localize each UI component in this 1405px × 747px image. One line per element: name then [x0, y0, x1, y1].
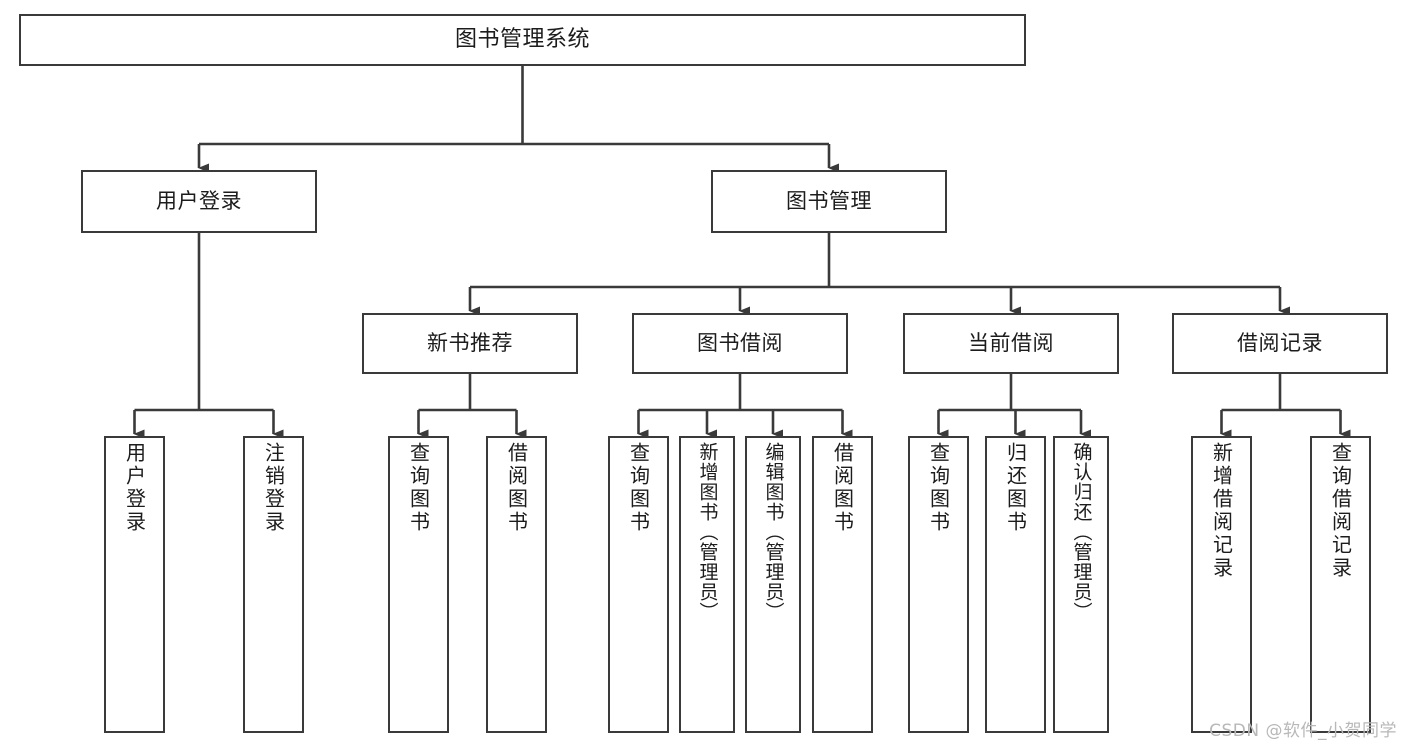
node-user-login[interactable]: 用户登录: [81, 170, 317, 233]
node-leaf-return-book[interactable]: 归还图书: [985, 436, 1046, 733]
node-current-borrow-label: 当前借阅: [968, 331, 1054, 356]
node-leaf-add-book-label: 新增图书（管理员）: [696, 442, 719, 622]
node-book-manage-label: 图书管理: [786, 189, 872, 214]
node-current-borrow[interactable]: 当前借阅: [903, 313, 1119, 374]
node-leaf-query-book-1-label: 查询图书: [406, 442, 431, 534]
node-leaf-query-record-label: 查询借阅记录: [1328, 442, 1353, 580]
node-new-book-recommend[interactable]: 新书推荐: [362, 313, 578, 374]
node-leaf-query-book-2[interactable]: 查询图书: [608, 436, 669, 733]
node-leaf-add-record-label: 新增借阅记录: [1209, 442, 1234, 580]
node-leaf-query-record[interactable]: 查询借阅记录: [1310, 436, 1371, 733]
node-leaf-query-book-2-label: 查询图书: [626, 442, 651, 534]
node-leaf-borrow-book-2[interactable]: 借阅图书: [812, 436, 873, 733]
node-book-borrow-label: 图书借阅: [697, 331, 783, 356]
node-leaf-user-login[interactable]: 用户登录: [104, 436, 165, 733]
node-leaf-confirm-return-label: 确认归还（管理员）: [1070, 442, 1093, 622]
node-new-book-recommend-label: 新书推荐: [427, 331, 513, 356]
node-leaf-add-record[interactable]: 新增借阅记录: [1191, 436, 1252, 733]
node-borrow-record[interactable]: 借阅记录: [1172, 313, 1388, 374]
node-leaf-query-book-3-label: 查询图书: [926, 442, 951, 534]
node-leaf-logout-label: 注销登录: [261, 442, 286, 534]
node-leaf-edit-book-label: 编辑图书（管理员）: [762, 442, 785, 622]
node-leaf-query-book-1[interactable]: 查询图书: [388, 436, 449, 733]
node-leaf-query-book-3[interactable]: 查询图书: [908, 436, 969, 733]
node-user-login-label: 用户登录: [156, 189, 242, 214]
node-leaf-edit-book[interactable]: 编辑图书（管理员）: [745, 436, 801, 733]
node-leaf-borrow-book-1-label: 借阅图书: [504, 442, 529, 534]
node-borrow-record-label: 借阅记录: [1237, 331, 1323, 356]
node-book-borrow[interactable]: 图书借阅: [632, 313, 848, 374]
node-leaf-add-book[interactable]: 新增图书（管理员）: [679, 436, 735, 733]
node-leaf-logout[interactable]: 注销登录: [243, 436, 304, 733]
node-leaf-return-book-label: 归还图书: [1003, 442, 1028, 534]
node-leaf-confirm-return[interactable]: 确认归还（管理员）: [1053, 436, 1109, 733]
node-book-manage[interactable]: 图书管理: [711, 170, 947, 233]
node-leaf-borrow-book-2-label: 借阅图书: [830, 442, 855, 534]
node-root-label: 图书管理系统: [454, 27, 590, 53]
node-leaf-user-login-label: 用户登录: [122, 442, 147, 534]
node-root[interactable]: 图书管理系统: [19, 14, 1026, 66]
node-leaf-borrow-book-1[interactable]: 借阅图书: [486, 436, 547, 733]
